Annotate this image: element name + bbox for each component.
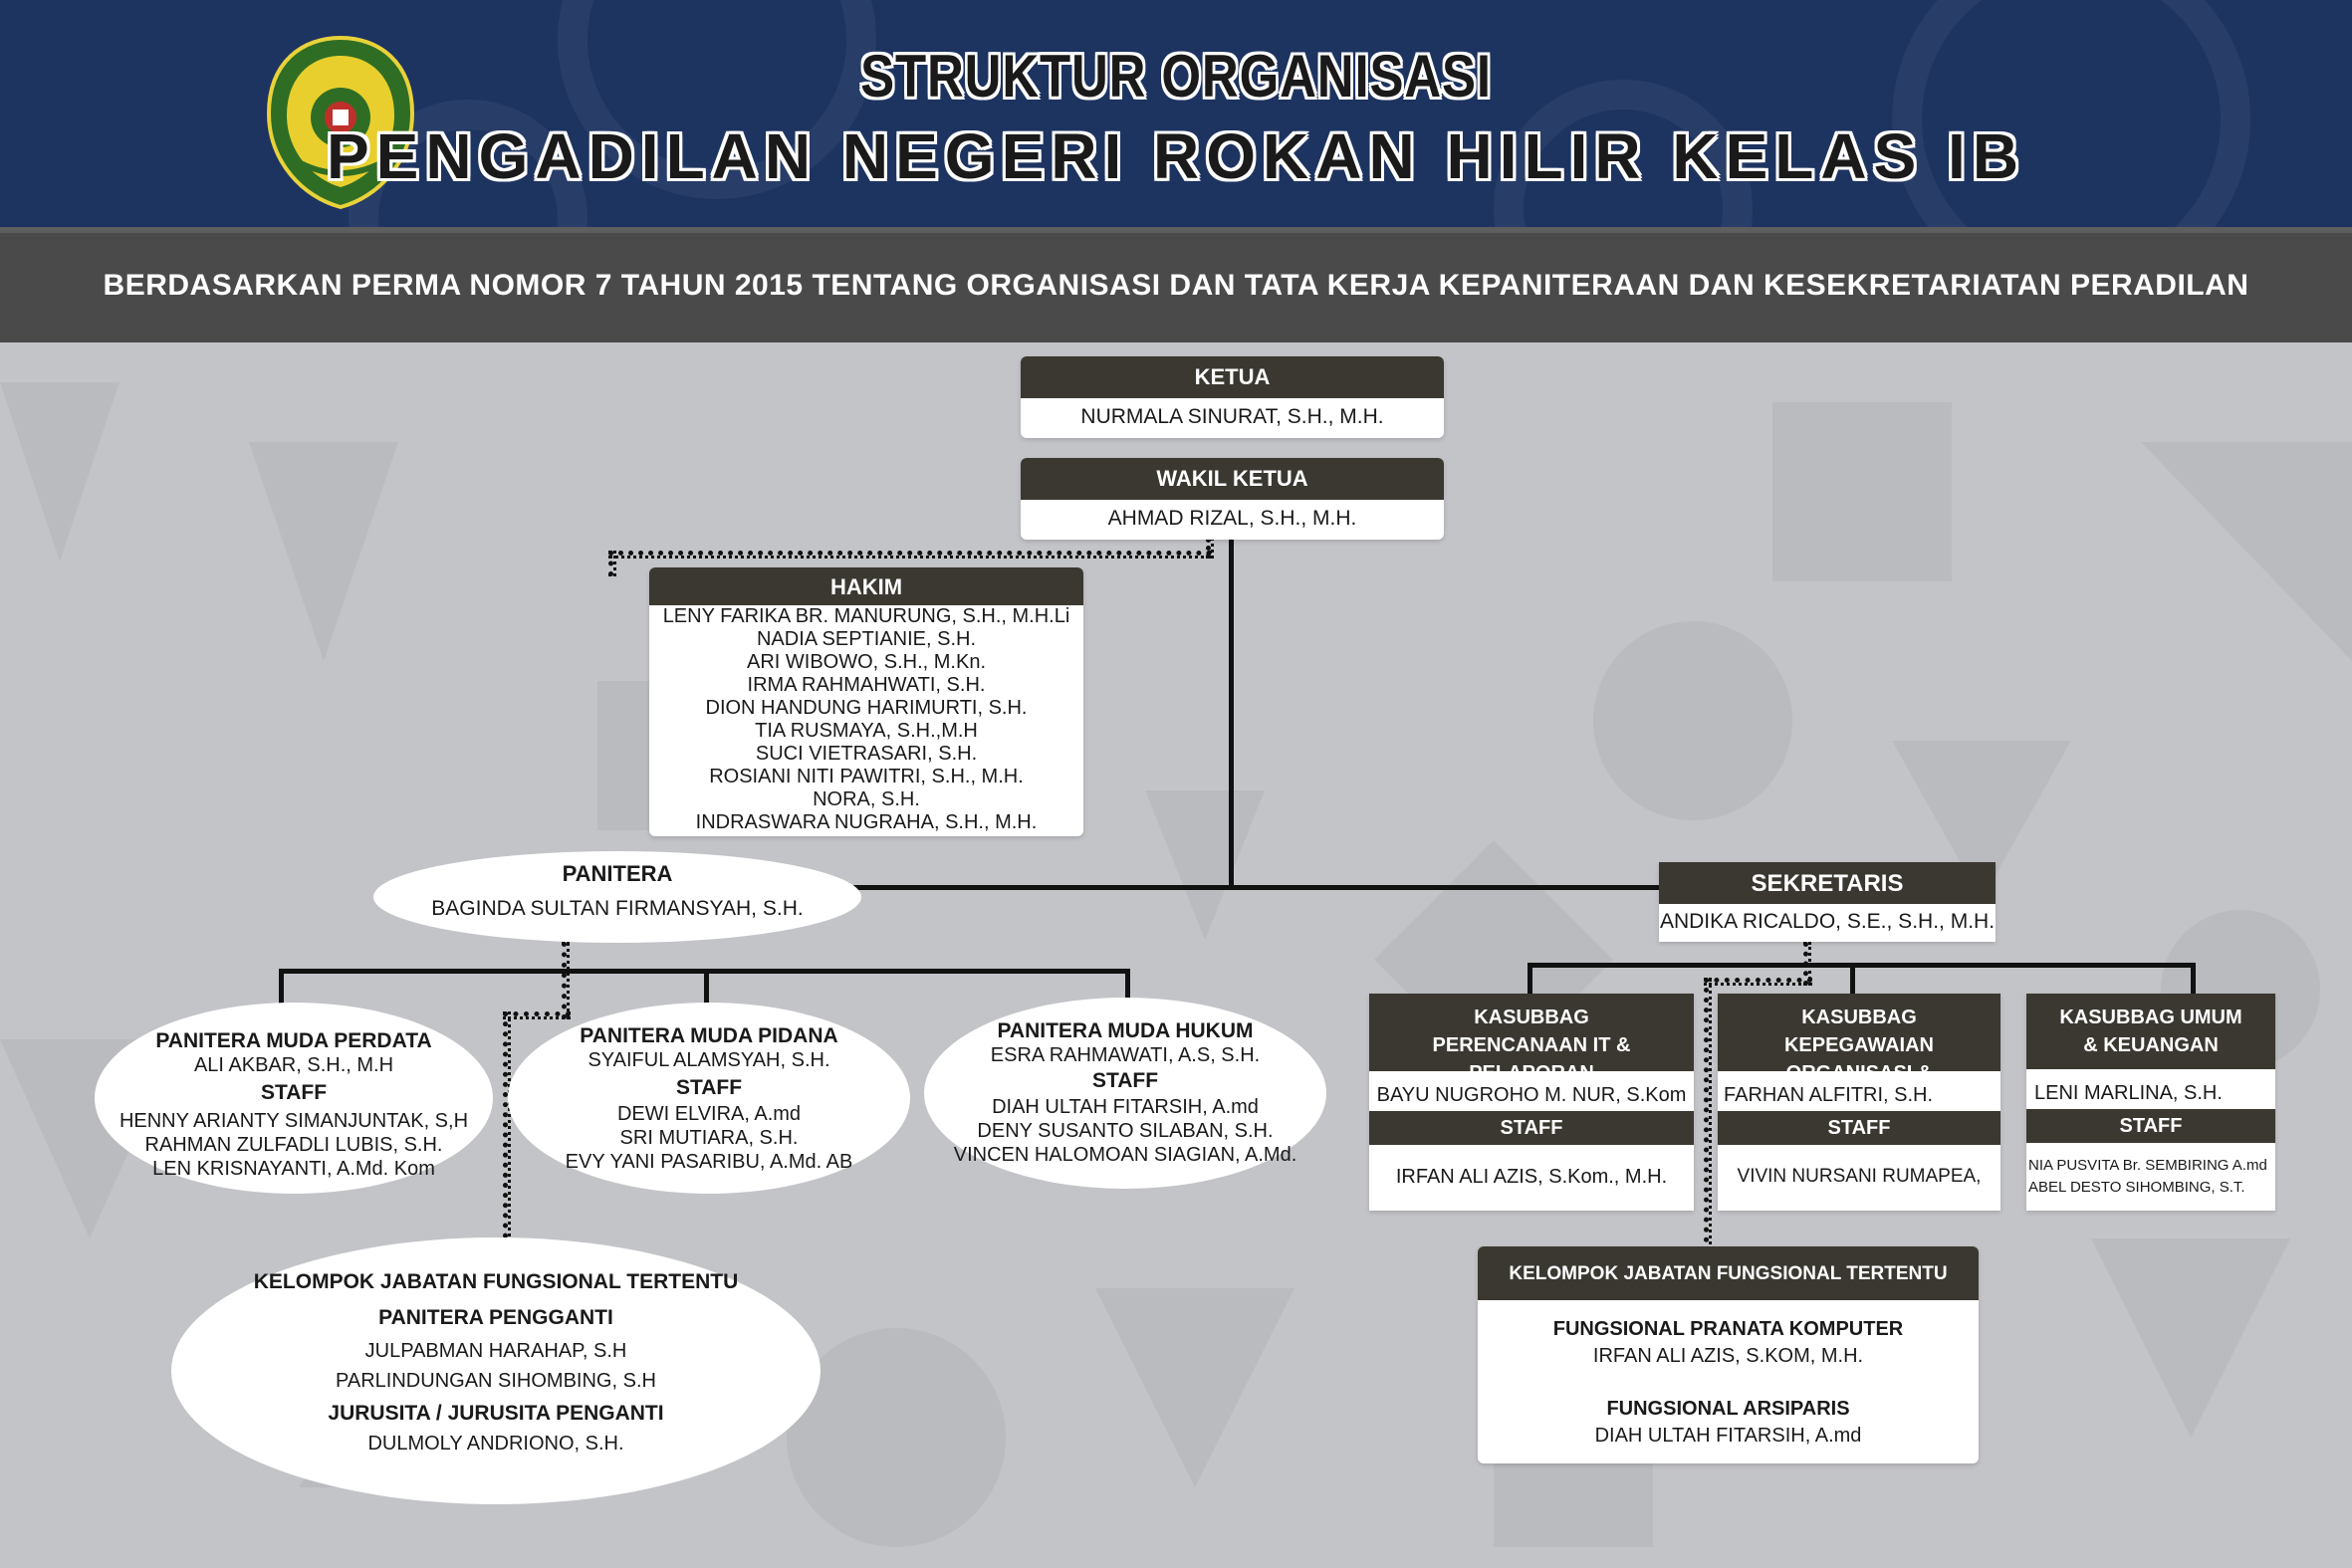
staff-name: VINCEN HALOMOAN SIAGIAN, A.Md. bbox=[953, 1144, 1297, 1166]
hakim-name: IRMA RAHMAHWATI, S.H. bbox=[747, 674, 986, 696]
sekretaris-title: SEKRETARIS bbox=[1659, 862, 1996, 904]
wakil-ketua-box: WAKIL KETUA AHMAD RIZAL, S.H., M.H. bbox=[1021, 458, 1444, 540]
connector bbox=[704, 969, 709, 1005]
staff-name: EVY YANI PASARIBU, A.Md. AB bbox=[565, 1151, 853, 1173]
kasubbag-umum-title: KASUBBAG UMUM & KEUANGAN bbox=[2026, 994, 2275, 1069]
ketua-title: KETUA bbox=[1021, 356, 1444, 398]
staff-name: DIAH ULTAH FITARSIH, A.md bbox=[992, 1096, 1259, 1118]
staff-name: RAHMAN ZULFADLI LUBIS, S.H. bbox=[144, 1134, 443, 1156]
hakim-name: NADIA SEPTIANIE, S.H. bbox=[756, 628, 977, 650]
staff-name: ABEL DESTO SIHOMBING, S.T. bbox=[2028, 1179, 2245, 1196]
hakim-name: LENY FARIKA BR. MANURUNG, S.H., M.H.Li bbox=[662, 605, 1070, 627]
kasubbag-kepeg-name: FARHAN ALFITRI, S.H. bbox=[1724, 1084, 1934, 1106]
kjft-left-name: JULPABMAN HARAHAP, S.H bbox=[364, 1340, 627, 1362]
wakil-ketua-title: WAKIL KETUA bbox=[1021, 458, 1444, 500]
pm-perdata-staff-label: STAFF bbox=[260, 1081, 328, 1104]
panitera-name: BAGINDA SULTAN FIRMANSYAH, S.H. bbox=[431, 897, 804, 920]
kasubbag-kepeg-title: KASUBBAG KEPEGAWAIAN ORGANISASI & TATALA… bbox=[1718, 994, 2000, 1112]
panitera-ellipse: PANITERA BAGINDA SULTAN FIRMANSYAH, S.H. bbox=[373, 851, 861, 943]
hakim-box: HAKIM LENY FARIKA BR. MANURUNG, S.H., M.… bbox=[649, 567, 1083, 836]
kasubbag-kepeg-box: KASUBBAG KEPEGAWAIAN ORGANISASI & TATALA… bbox=[1718, 994, 2000, 1211]
kjft-right-name: DIAH ULTAH FITARSIH, A.md bbox=[1594, 1425, 1862, 1447]
pm-perdata-title: PANITERA MUDA PERDATA bbox=[155, 1029, 432, 1052]
pm-pidana-title: PANITERA MUDA PIDANA bbox=[580, 1024, 838, 1047]
connector bbox=[279, 969, 284, 1005]
pm-perdata-ellipse: PANITERA MUDA PERDATA ALI AKBAR, S.H., M… bbox=[95, 1003, 493, 1194]
pm-pidana-staff-label: STAFF bbox=[675, 1076, 743, 1099]
kasubbag-umum-box: KASUBBAG UMUM & KEUANGAN LENI MARLINA, S… bbox=[2026, 994, 2275, 1211]
subtitle-bar: BERDASARKAN PERMA NOMOR 7 TAHUN 2015 TEN… bbox=[0, 227, 2352, 342]
kjft-right-sub2: FUNGSIONAL ARSIPARIS bbox=[1606, 1398, 1850, 1420]
hakim-name: NORA, S.H. bbox=[813, 788, 920, 810]
panitera-title: PANITERA bbox=[562, 861, 673, 886]
kasubbag-kepeg-staff-label: STAFF bbox=[1718, 1111, 2000, 1145]
kjft-right-name: IRFAN ALI AZIS, S.KOM, M.H. bbox=[1592, 1345, 1864, 1367]
connector bbox=[817, 885, 1661, 890]
sekretaris-box: SEKRETARIS ANDIKA RICALDO, S.E., S.H., M… bbox=[1659, 862, 1996, 942]
connector bbox=[2191, 963, 2196, 998]
kjft-left-ellipse: KELOMPOK JABATAN FUNGSIONAL TERTENTU PAN… bbox=[171, 1237, 821, 1504]
connector bbox=[1528, 963, 2196, 968]
staff-name: VIVIN NURSANI RUMAPEA, A.Md bbox=[1737, 1166, 1982, 1187]
staff-name: HENNY ARIANTY SIMANJUNTAK, S,H bbox=[118, 1110, 469, 1132]
connector bbox=[1125, 969, 1130, 999]
hakim-title: HAKIM bbox=[649, 567, 1083, 605]
kasubbag-ptip-staff-label: STAFF bbox=[1369, 1111, 1694, 1145]
hakim-name: DION HANDUNG HARIMURTI, S.H. bbox=[705, 697, 1028, 719]
hakim-name: ARI WIBOWO, S.H., M.Kn. bbox=[746, 651, 987, 673]
connector bbox=[1850, 963, 1855, 998]
subtitle: BERDASARKAN PERMA NOMOR 7 TAHUN 2015 TEN… bbox=[103, 269, 2249, 302]
ketua-box: KETUA NURMALA SINURAT, S.H., M.H. bbox=[1021, 356, 1444, 438]
wakil-ketua-name: AHMAD RIZAL, S.H., M.H. bbox=[1107, 507, 1357, 530]
pm-perdata-name: ALI AKBAR, S.H., M.H bbox=[193, 1054, 394, 1076]
hakim-name: INDRASWARA NUGRAHA, S.H., M.H. bbox=[695, 811, 1038, 833]
staff-name: LEN KRISNAYANTI, A.Md. Kom bbox=[152, 1158, 435, 1180]
kjft-right-box: KELOMPOK JABATAN FUNGSIONAL TERTENTU FUN… bbox=[1478, 1246, 1979, 1463]
dotted-connector bbox=[608, 551, 1212, 559]
kasubbag-ptip-box: KASUBBAG PERENCANAAN IT & PELAPORAN BAYU… bbox=[1369, 994, 1694, 1211]
sekretaris-name: ANDIKA RICALDO, S.E., S.H., M.H. bbox=[1659, 910, 1996, 933]
dotted-connector bbox=[608, 551, 616, 576]
kjft-left-name: PARLINDUNGAN SIHOMBING, S.H bbox=[336, 1370, 656, 1392]
pm-hukum-title: PANITERA MUDA HUKUM bbox=[997, 1019, 1254, 1042]
staff-name: IRFAN ALI AZIS, S.Kom., M.H. bbox=[1395, 1166, 1668, 1188]
kjft-left-sub1: PANITERA PENGGANTI bbox=[378, 1306, 613, 1329]
title-line-2: PENGADILAN NEGERI ROKAN HILIR KELAS IB bbox=[326, 120, 2026, 192]
header-banner: STRUKTUR ORGANISASI PENGADILAN NEGERI RO… bbox=[0, 0, 2352, 227]
staff-name: NIA PUSVITA Br. SEMBIRING A.md bbox=[2028, 1157, 2267, 1174]
kasubbag-ptip-title: KASUBBAG PERENCANAAN IT & PELAPORAN bbox=[1369, 994, 1694, 1084]
kjft-left-sub2: JURUSITA / JURUSITA PENGANTI bbox=[328, 1402, 664, 1425]
kjft-right-title: KELOMPOK JABATAN FUNGSIONAL TERTENTU bbox=[1478, 1246, 1979, 1300]
staff-name: DENY SUSANTO SILABAN, S.H. bbox=[977, 1120, 1274, 1142]
pm-hukum-staff-label: STAFF bbox=[1091, 1069, 1159, 1092]
ketua-name: NURMALA SINURAT, S.H., M.H. bbox=[1080, 405, 1384, 428]
kjft-left-title: KELOMPOK JABATAN FUNGSIONAL TERTENTU bbox=[253, 1270, 739, 1293]
title-line-1: STRUKTUR ORGANISASI bbox=[860, 43, 1492, 110]
hakim-list: LENY FARIKA BR. MANURUNG, S.H., M.H.Li N… bbox=[649, 605, 1083, 834]
staff-name: DEWI ELVIRA, A.md bbox=[616, 1103, 802, 1125]
court-logo bbox=[261, 34, 420, 211]
dotted-connector bbox=[1704, 978, 1812, 986]
kjft-right-sub1: FUNGSIONAL PRANATA KOMPUTER bbox=[1552, 1318, 1904, 1340]
hakim-name: ROSIANI NITI PAWITRI, S.H., M.H. bbox=[709, 766, 1024, 787]
dotted-connector bbox=[1704, 978, 1712, 1252]
hakim-name: SUCI VIETRASARI, S.H. bbox=[755, 743, 978, 765]
kasubbag-umum-staff-label: STAFF bbox=[2026, 1109, 2275, 1143]
pm-hukum-ellipse: PANITERA MUDA HUKUM ESRA RAHMAWATI, A.S,… bbox=[924, 998, 1326, 1189]
connector bbox=[1229, 538, 1234, 888]
pm-hukum-name: ESRA RAHMAWATI, A.S, S.H. bbox=[990, 1044, 1261, 1066]
pm-pidana-name: SYAIFUL ALAMSYAH, S.H. bbox=[588, 1049, 830, 1071]
connector bbox=[1528, 963, 1532, 998]
dotted-connector bbox=[1206, 538, 1214, 559]
hakim-name: TIA RUSMAYA, S.H.,M.H bbox=[755, 720, 978, 742]
kasubbag-umum-name: LENI MARLINA, S.H. bbox=[2034, 1082, 2223, 1104]
kasubbag-ptip-name: BAYU NUGROHO M. NUR, S.Kom bbox=[1376, 1084, 1687, 1106]
staff-name: SRI MUTIARA, S.H. bbox=[619, 1127, 799, 1149]
pm-pidana-ellipse: PANITERA MUDA PIDANA SYAIFUL ALAMSYAH, S… bbox=[508, 1003, 910, 1194]
kjft-left-name: DULMOLY ANDRIONO, S.H. bbox=[367, 1433, 624, 1455]
